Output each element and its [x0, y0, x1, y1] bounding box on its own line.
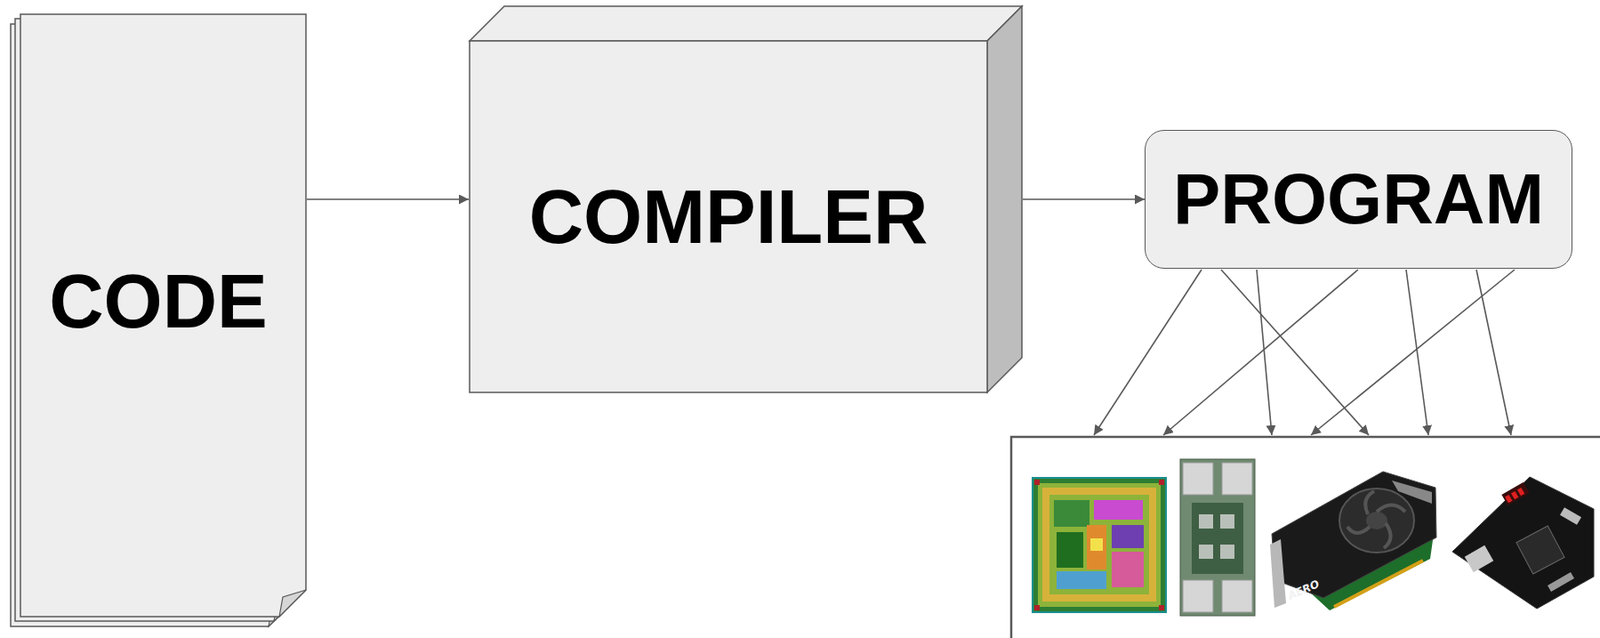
asic-layout-part [1056, 570, 1107, 589]
accelerator-board-part [1220, 544, 1235, 559]
gpu-card-part [1339, 488, 1415, 553]
gpu-card [1270, 471, 1437, 611]
accelerator-board-part [1191, 502, 1244, 574]
asic-layout-part [1111, 551, 1144, 587]
asic-layout [1032, 477, 1166, 612]
asic-layout-part [1158, 479, 1165, 485]
box-front-face [469, 40, 988, 393]
fpga-board-part [1452, 476, 1594, 609]
fpga-board [1452, 476, 1594, 609]
flow-arrow [1022, 198, 1145, 201]
fpga-board-part-part [1504, 494, 1512, 503]
hardware-frame [1011, 436, 1600, 638]
node-title: CODE [48, 259, 268, 344]
asic-layout-part [1032, 477, 1166, 612]
node-title: COMPILER [529, 175, 929, 259]
compiler-box: COMPILER [468, 5, 1023, 394]
accelerator-board-part [1198, 514, 1214, 529]
fanout-arrow-part [1256, 269, 1272, 435]
accelerator-board [1180, 458, 1255, 616]
asic-layout-part [1056, 531, 1084, 568]
flow-arrow [306, 198, 469, 201]
fpga-board-part [1559, 506, 1582, 525]
asic-layout-part [1042, 487, 1157, 495]
asic-layout-part [1037, 482, 1161, 607]
asic-layout-part [1158, 604, 1165, 611]
accelerator-board-part [1182, 462, 1214, 495]
fpga-board-part [1464, 545, 1495, 572]
fpga-board-part [1516, 525, 1565, 574]
asic-layout-part [1034, 479, 1040, 485]
asic-layout-part [1090, 538, 1103, 551]
asic-layout-part [1111, 524, 1144, 548]
asic-layout-part [1149, 494, 1157, 595]
code-document: CODE [9, 13, 307, 628]
fanout-arrow-part [1476, 269, 1512, 435]
fpga-board-part-part [1517, 487, 1525, 496]
accelerator-board-part [1198, 544, 1214, 559]
accelerator-board-part [1222, 579, 1253, 612]
asic-layout-part [1042, 494, 1050, 595]
gpu-card-part [1270, 538, 1287, 608]
fpga-board-part [1501, 482, 1529, 506]
document-page [20, 14, 306, 617]
fanout-arrow-part [1093, 269, 1202, 435]
gpu-card-part [1271, 471, 1437, 598]
fpga-board-part [1547, 571, 1575, 592]
fpga-board-part [1504, 487, 1525, 503]
page-fold [279, 589, 306, 617]
node-title: PROGRAM [1173, 160, 1544, 239]
accelerator-board-part [1220, 514, 1235, 529]
box-top-face [469, 6, 1022, 41]
box-side-face [987, 6, 1022, 393]
fanout-arrow-part [1163, 269, 1359, 435]
fpga-board-part-part [1511, 490, 1519, 499]
gpu-card-part [1391, 480, 1432, 504]
fanout-arrow-part [1406, 269, 1429, 435]
accelerator-board-part [1182, 579, 1214, 612]
asic-layout-part [1042, 594, 1157, 602]
accelerator-board-part [1180, 458, 1255, 616]
program-box: PROGRAM [1144, 129, 1573, 269]
asic-layout-part [1086, 524, 1107, 570]
gpu-card-part [1347, 490, 1406, 548]
fanout-arrow-part [1221, 269, 1369, 435]
accelerator-board-part [1222, 462, 1253, 495]
asic-layout-part [1053, 499, 1090, 527]
asic-layout-part [1034, 604, 1040, 611]
fanout-arrow [1093, 269, 1515, 435]
fanout-arrow-part [1310, 269, 1515, 435]
asic-layout-part [1093, 499, 1143, 520]
